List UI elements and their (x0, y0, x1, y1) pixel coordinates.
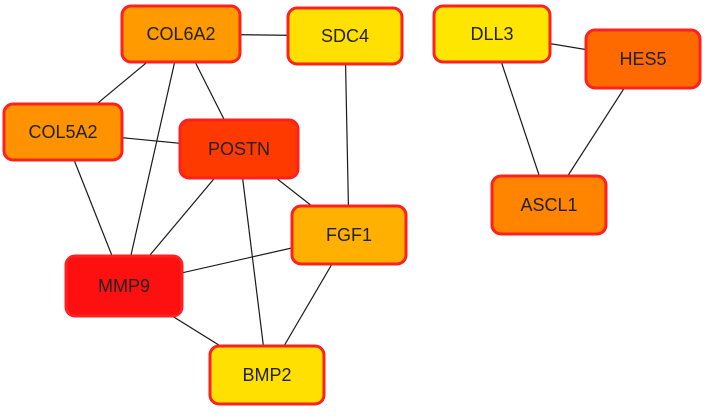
node-label-hes5: HES5 (619, 49, 666, 69)
node-fgf1: FGF1 (290, 204, 408, 266)
node-label-col6a2: COL6A2 (146, 24, 215, 44)
node-label-ascl1: ASCL1 (520, 195, 577, 215)
node-box-dll3 (432, 4, 552, 64)
node-label-bmp2: BMP2 (242, 365, 291, 385)
node-label-mmp9: MMP9 (98, 276, 150, 296)
node-label-fgf1: FGF1 (326, 225, 372, 245)
node-label-sdc4: SDC4 (321, 26, 369, 46)
node-box-col6a2 (120, 4, 242, 64)
node-box-sdc4 (286, 6, 404, 66)
node-box-ascl1 (490, 174, 608, 236)
node-hes5: HES5 (584, 28, 702, 90)
node-bmp2: BMP2 (208, 344, 326, 406)
node-box-mmp9 (64, 254, 184, 318)
node-box-postn (178, 118, 300, 180)
node-label-dll3: DLL3 (470, 24, 513, 44)
node-label-postn: POSTN (208, 139, 270, 159)
node-box-col5a2 (2, 102, 124, 162)
edge-col6a2-mmp9 (123, 33, 182, 287)
node-sdc4: SDC4 (286, 6, 404, 66)
node-box-bmp2 (208, 344, 326, 406)
node-postn: POSTN (178, 118, 300, 180)
node-col5a2: COL5A2 (2, 102, 124, 162)
node-label-col5a2: COL5A2 (28, 122, 97, 142)
node-box-fgf1 (290, 204, 408, 266)
node-col6a2: COL6A2 (120, 4, 242, 64)
node-box-hes5 (584, 28, 702, 90)
edge-postn-bmp2 (238, 148, 268, 376)
edge-sdc4-fgf1 (344, 35, 350, 236)
node-ascl1: ASCL1 (490, 174, 608, 236)
node-dll3: DLL3 (432, 4, 552, 64)
node-mmp9: MMP9 (64, 254, 184, 318)
